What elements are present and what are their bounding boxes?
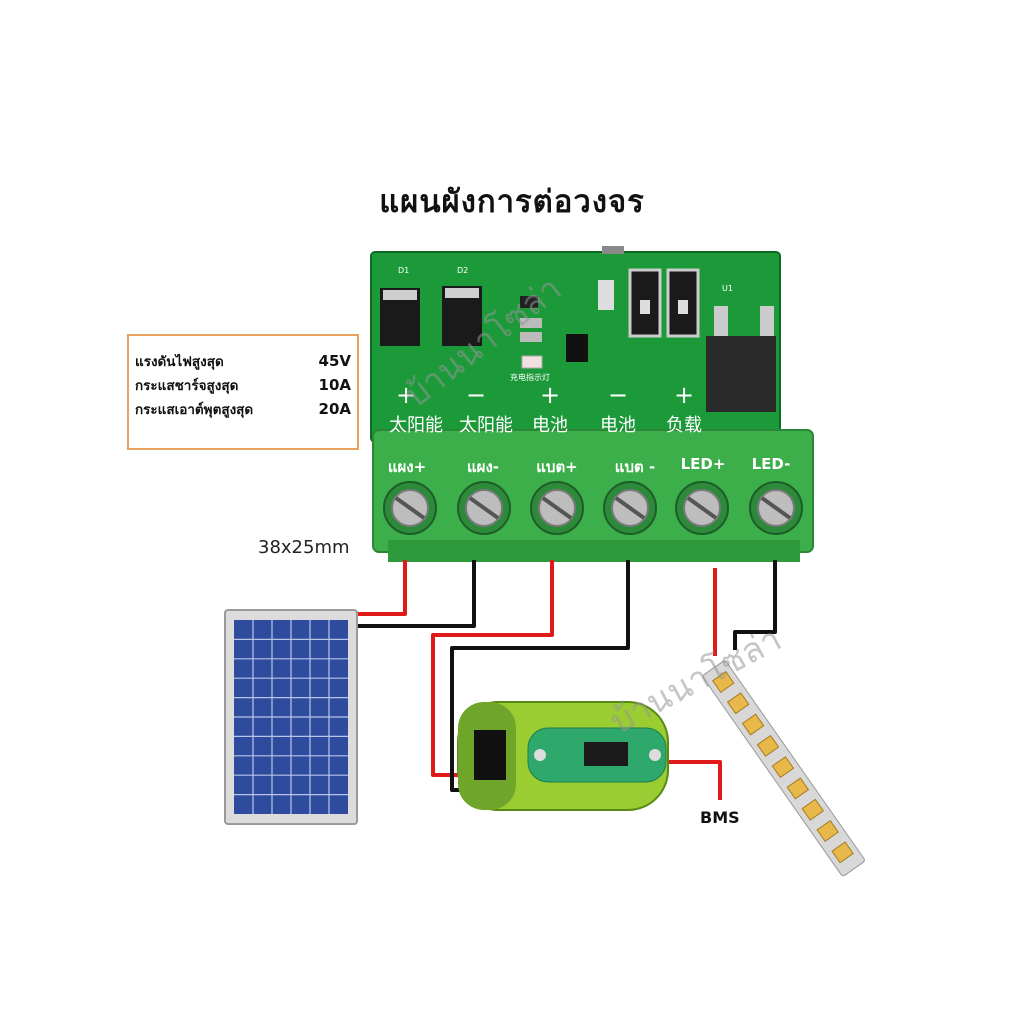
screw-slot: [760, 496, 792, 520]
solar-panel: [224, 609, 358, 825]
transistor: [566, 334, 588, 362]
led-chip: [816, 820, 839, 843]
led-strip: [702, 660, 865, 877]
board-dimension: 38x25mm: [258, 537, 350, 558]
led-chip: [831, 841, 854, 864]
pcb-label-4: 电池: [600, 415, 636, 436]
led-chip: [712, 670, 735, 693]
resistor-pad: [598, 280, 614, 310]
terminal-label-bat-pos: แบต+: [536, 458, 578, 476]
silk-led-label: 充电指示灯: [510, 373, 550, 382]
led-chip: [756, 734, 780, 757]
silk-u1: U1: [722, 284, 733, 293]
smd-part: [520, 318, 542, 328]
smd-part: [520, 332, 542, 342]
pcb-label-2: 太阳能: [459, 415, 513, 436]
pcb-connector-tab: [602, 246, 624, 254]
wire-battery-pos: [431, 560, 554, 777]
silk-d2: D2: [457, 266, 469, 275]
spec-label: กระแสเอาต์พุตสูงสุด: [135, 402, 254, 418]
regulator-u1: [706, 336, 776, 412]
spec-label: กระแสชาร์จสูงสุด: [135, 378, 239, 394]
wire-bms: [660, 760, 722, 800]
terminal-label-solar-pos: แผง+: [387, 458, 427, 476]
pcb-label-3: 电池: [532, 415, 568, 436]
screw-slot: [686, 496, 718, 520]
led-chip: [801, 798, 825, 821]
silk-d1: D1: [398, 266, 410, 275]
terminal-label-solar-neg: แผง-: [466, 458, 499, 476]
wire-battery-neg: [450, 560, 630, 792]
led-chip: [741, 713, 765, 736]
spec-label: แรงดันไฟสูงสุด: [135, 354, 224, 370]
spec-row-charge: กระแสชาร์จสูงสุด 10A: [135, 374, 351, 398]
terminal-label-led-pos: LED+: [680, 455, 726, 473]
screw-slot: [541, 496, 573, 520]
terminal-label-bat-neg: แบต -: [614, 458, 656, 476]
screw-slot: [394, 496, 426, 520]
pcb-sign-2: −: [465, 381, 487, 409]
pcb-sign-5: +: [673, 381, 695, 409]
led-indicator: [521, 355, 543, 369]
led-chip: [726, 692, 750, 715]
spec-value: 20A: [318, 400, 351, 418]
pcb-sign-1: +: [395, 381, 417, 409]
terminal-block: [372, 429, 814, 553]
wire-led-neg: [733, 560, 777, 650]
pcb-label-1: 太阳能: [389, 415, 443, 436]
diagram-title: แผนผังการต่อวงจร: [379, 184, 645, 220]
screw-slot: [468, 496, 500, 520]
led-chip: [786, 777, 810, 800]
smd-part: [520, 296, 538, 308]
screw-slot: [614, 496, 646, 520]
bms-label: BMS: [700, 808, 740, 827]
led-chip: [771, 756, 795, 779]
battery-pack: [457, 701, 669, 811]
spec-value: 45V: [318, 352, 351, 370]
spec-value: 10A: [318, 376, 351, 394]
terminal-block-base: [388, 540, 800, 562]
terminal-label-led-neg: LED-: [751, 455, 791, 473]
pcb-sign-3: +: [539, 381, 561, 409]
wire-solar-pos: [352, 560, 407, 616]
wire-solar-neg: [352, 560, 476, 628]
spec-row-output: กระแสเอาต์พุตสูงสุด 20A: [135, 398, 351, 422]
spec-row-voltage: แรงดันไฟสูงสุด 45V: [135, 350, 351, 374]
spec-box: แรงดันไฟสูงสุด 45V กระแสชาร์จสูงสุด 10A …: [127, 334, 359, 450]
pcb-label-5: 负载: [666, 415, 702, 436]
pcb-sign-4: −: [607, 381, 629, 409]
